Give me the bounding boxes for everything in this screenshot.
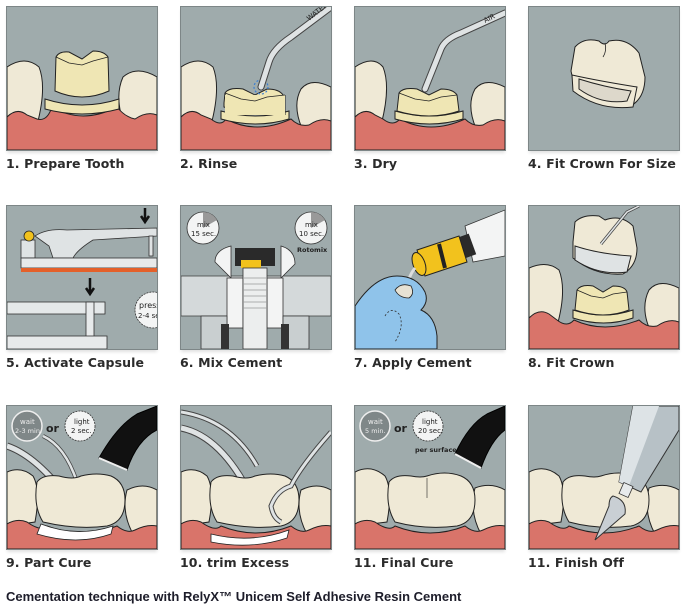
step-4-caption: 4. Fit Crown For Size	[528, 156, 676, 171]
press-badge-line-2: 2-4 sec	[138, 312, 157, 320]
step-10-caption: 10. trim Excess	[180, 555, 290, 570]
step-8-panel	[528, 205, 680, 350]
step-9-panel: wait 2-3 min. or light 2 sec.	[6, 405, 158, 550]
water-syringe-icon: WATER	[181, 7, 331, 150]
prepared-tooth-icon	[7, 50, 157, 150]
light-badge-line-2: 20 sec.	[418, 427, 443, 435]
step-8-caption: 8. Fit Crown	[528, 355, 615, 370]
mix-15-badge-line-1: mix	[197, 221, 210, 229]
mix-10-badge-line-1: mix	[305, 221, 318, 229]
step-2-caption: 2. Rinse	[180, 156, 238, 171]
step-9-caption: 9. Part Cure	[6, 555, 92, 570]
step-10-panel	[180, 405, 332, 550]
capsule-mixer-icon: mix 15 sec. mix 10 sec. Rotomix	[181, 211, 331, 349]
rotomix-note: Rotomix	[297, 246, 328, 254]
step-1-panel	[6, 6, 158, 151]
light-badge-line-1: light	[422, 418, 438, 426]
finishing-bur-icon	[529, 406, 679, 549]
applicator-gloved-hand-icon	[355, 209, 505, 349]
mix-10-badge-line-2: 10 sec.	[299, 230, 324, 238]
wait-badge-line-1: wait	[368, 418, 383, 426]
step-7-panel	[354, 205, 506, 350]
wait-badge-line-1: wait	[20, 418, 35, 426]
step-3-caption: 3. Dry	[354, 156, 398, 171]
step-5-caption: 5. Activate Capsule	[6, 355, 145, 370]
step-1-caption: 1. Prepare Tooth	[6, 156, 125, 171]
step-2-panel: WATER	[180, 6, 332, 151]
per-surface-note: per surface	[415, 446, 457, 454]
wait-badge-line-2: 2-3 min.	[15, 427, 42, 435]
air-syringe-icon: AIR	[355, 9, 505, 150]
step-5-panel: press 2-4 sec	[6, 205, 158, 350]
step-11-caption: 11. Final Cure	[354, 555, 454, 570]
crown-icon	[570, 39, 646, 109]
curing-light-icon: wait 5 min. or light 20 sec. per surface	[355, 406, 505, 549]
step-7-caption: 7. Apply Cement	[354, 355, 472, 370]
curing-light-icon: wait 2-3 min. or light 2 sec.	[7, 406, 157, 549]
step-4-panel	[528, 6, 680, 151]
light-badge-line-2: 2 sec.	[71, 427, 92, 435]
mix-15-badge-line-2: 15 sec.	[191, 230, 216, 238]
step-12-caption: 11. Finish Off	[528, 555, 625, 570]
step-3-panel: AIR	[354, 6, 506, 151]
activator-press-icon: press 2-4 sec	[7, 208, 157, 349]
press-badge-line-1: press	[139, 301, 157, 310]
scaler-trim-icon	[181, 409, 331, 549]
crown-placement-icon	[529, 206, 679, 349]
or-label: or	[394, 422, 408, 435]
step-11-panel: wait 5 min. or light 20 sec. per surface	[354, 405, 506, 550]
step-12-panel	[528, 405, 680, 550]
step-6-caption: 6. Mix Cement	[180, 355, 283, 370]
light-badge-line-1: light	[74, 418, 90, 426]
wait-badge-line-2: 5 min.	[365, 427, 386, 435]
step-6-panel: mix 15 sec. mix 10 sec. Rotomix	[180, 205, 332, 350]
footer-title: Cementation technique with RelyX™ Unicem…	[6, 589, 462, 604]
or-label: or	[46, 422, 60, 435]
